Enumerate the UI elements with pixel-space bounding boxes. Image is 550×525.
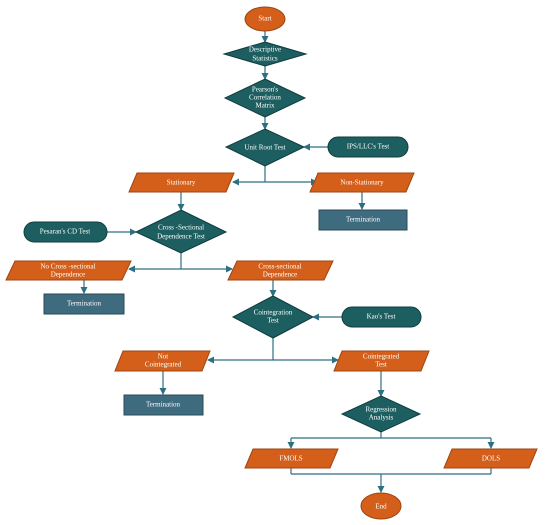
termination-node-3[interactable]: Termination — [123, 394, 204, 416]
dols-label: DOLS — [482, 455, 500, 463]
csd-label-line2: Dependence Test — [157, 233, 205, 241]
coint-yes-label-line1: Cointegrated — [363, 353, 400, 361]
unit-root-test-node[interactable]: Unit Root Test — [224, 128, 306, 167]
non-stationary-node[interactable]: Non-Stationary — [309, 172, 415, 193]
coint-yes-label-line2: Test — [375, 361, 387, 369]
kao-test-node[interactable]: Kao's Test — [341, 306, 422, 328]
end-node[interactable]: End — [360, 492, 402, 520]
fmols-label: FMOLS — [279, 455, 302, 463]
no-cross-sectional-dependence-node[interactable]: No Cross -sectional Dependence — [5, 260, 132, 281]
coint-label-line2: Test — [267, 317, 279, 325]
regression-label-line1: Regression — [365, 406, 397, 414]
not-cointegrated-node[interactable]: Not Cointegrated — [114, 350, 211, 372]
cross-sectional-dependence-node[interactable]: Cross-sectional Dependence — [227, 260, 334, 281]
no-csd-label-line1: No Cross -sectional — [40, 263, 95, 271]
dols-node[interactable]: DOLS — [443, 448, 538, 469]
ips-llc-label: IPS/LLC's Test — [347, 143, 390, 151]
termination-node-1[interactable]: Termination — [318, 209, 408, 231]
no-csd-label-line2: Dependence — [51, 271, 86, 279]
unit-root-label: Unit Root Test — [245, 144, 286, 152]
csd-yes-label-line1: Cross-sectional — [258, 263, 301, 271]
cross-sectional-dependence-test-node[interactable]: Cross -Sectional Dependence Test — [134, 209, 228, 254]
pesaran-cd-test-node[interactable]: Pesaran's CD Test — [23, 221, 108, 243]
pearson-label-line1: Pearson's — [252, 86, 278, 94]
cointegrated-test-node[interactable]: Cointegrated Test — [333, 350, 430, 372]
csd-yes-label-line2: Dependence — [263, 271, 298, 279]
start-node[interactable]: Start — [244, 6, 286, 32]
coint-label-line1: Cointegration — [254, 309, 293, 317]
pearson-label-line2: Correlation — [249, 94, 281, 102]
fmols-node[interactable]: FMOLS — [244, 448, 339, 469]
stationary-node[interactable]: Stationary — [128, 172, 235, 193]
cointegration-test-node[interactable]: Cointegration Test — [231, 295, 315, 339]
kao-label: Kao's Test — [367, 313, 396, 321]
not-coint-label-line1: Not — [158, 353, 169, 361]
csd-label-line1: Cross -Sectional — [158, 224, 204, 232]
descriptive-statistics-node[interactable]: Descriptive Statistics — [222, 41, 308, 67]
not-coint-label-line2: Cointegrated — [145, 361, 182, 369]
connectors — [80, 31, 495, 493]
termination-label-1: Termination — [346, 216, 381, 224]
pearson-label-line3: Matrix — [255, 102, 275, 110]
regression-analysis-node[interactable]: Regression Analysis — [340, 395, 422, 433]
ips-llc-test-node[interactable]: IPS/LLC's Test — [327, 136, 409, 158]
descriptive-label-line1: Descriptive — [249, 46, 281, 54]
stationary-label: Stationary — [167, 179, 196, 187]
termination-label-2: Termination — [67, 300, 102, 308]
regression-label-line2: Analysis — [369, 414, 394, 422]
descriptive-label-line2: Statistics — [252, 55, 278, 63]
non-stationary-label: Non-Stationary — [340, 179, 384, 187]
termination-label-3: Termination — [146, 401, 181, 409]
end-label: End — [375, 503, 387, 511]
termination-node-2[interactable]: Termination — [43, 293, 125, 315]
pearson-correlation-node[interactable]: Pearson's Correlation Matrix — [223, 78, 307, 118]
start-label: Start — [258, 15, 271, 23]
pesaran-label: Pesaran's CD Test — [40, 228, 90, 236]
